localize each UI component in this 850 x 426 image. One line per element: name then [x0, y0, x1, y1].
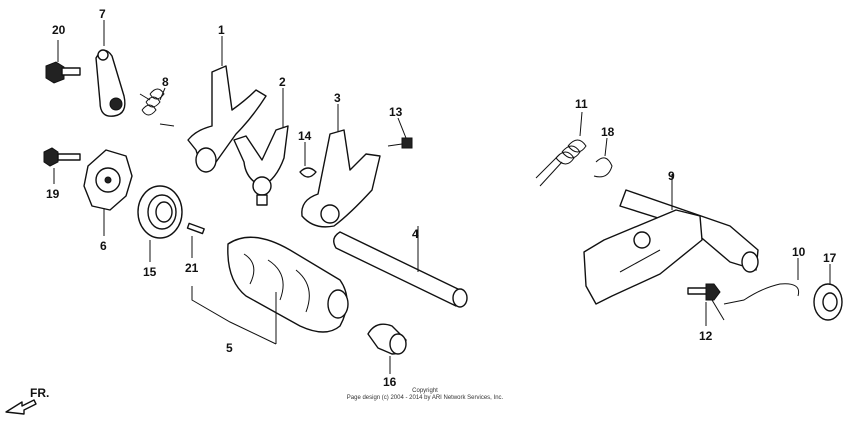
part-9-gearshift-spindle[interactable] [583, 174, 759, 305]
callout-3: 3 [334, 91, 341, 105]
front-direction-arrow [5, 399, 37, 415]
part-17-oil-seal[interactable] [813, 264, 843, 321]
callout-20: 20 [52, 23, 66, 37]
copyright-line-1: Copyright [412, 388, 438, 394]
part-10-return-spring[interactable] [711, 258, 800, 321]
part-8-spring[interactable] [139, 87, 175, 127]
callout-14: 14 [298, 129, 312, 143]
part-2-shift-fork[interactable] [233, 88, 289, 206]
part-21-pin[interactable] [186, 222, 205, 258]
part-20-bolt[interactable] [45, 40, 81, 84]
callout-5: 5 [226, 341, 233, 355]
callout-10: 10 [792, 245, 806, 259]
callout-13: 13 [389, 105, 403, 119]
part-18-circlip[interactable] [593, 137, 613, 178]
part-7-stopper-arm[interactable] [95, 20, 126, 117]
callout-12: 12 [699, 329, 713, 343]
part-6-star-plate[interactable] [83, 149, 133, 236]
copyright-footer: Copyright Page design (c) 2004 - 2014 by… [0, 388, 850, 402]
callout-1: 1 [218, 23, 225, 37]
part-16-collar[interactable] [367, 323, 407, 374]
part-14-clip[interactable] [299, 142, 317, 178]
part-11-spring[interactable] [535, 111, 587, 187]
part-4-shaft[interactable] [333, 226, 468, 308]
callout-2: 2 [279, 75, 286, 89]
part-12-bolt[interactable] [687, 283, 721, 326]
callout-9: 9 [668, 169, 675, 183]
callout-19: 19 [46, 187, 60, 201]
copyright-line-2: Page design (c) 2004 - 2014 by ARI Netwo… [346, 395, 504, 401]
callout-4: 4 [412, 227, 419, 241]
callout-15: 15 [143, 265, 157, 279]
callout-18: 18 [601, 125, 615, 139]
part-5-shift-drum[interactable] [191, 236, 349, 345]
part-19-bolt[interactable] [43, 147, 81, 184]
callout-11: 11 [575, 97, 588, 111]
callout-8: 8 [162, 75, 169, 89]
callout-16: 16 [383, 375, 397, 389]
part-1-shift-fork[interactable] [187, 36, 267, 173]
front-direction-label: FR. [30, 386, 50, 400]
part-15-bearing[interactable] [137, 185, 183, 262]
callout-6: 6 [100, 239, 107, 253]
part-13-bolt[interactable] [387, 117, 413, 149]
callout-21: 21 [185, 261, 199, 275]
callout-17: 17 [823, 251, 837, 265]
part-3-shift-fork[interactable] [301, 104, 381, 228]
callout-7: 7 [99, 7, 106, 21]
